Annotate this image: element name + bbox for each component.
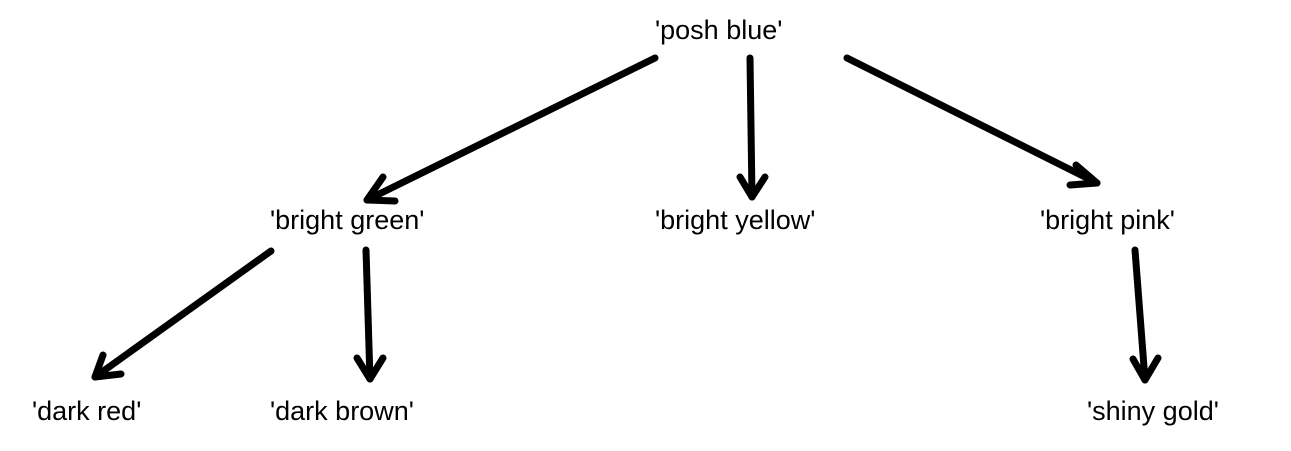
arrow-bright-pink-to-shiny-gold	[1129, 246, 1162, 384]
node-posh-blue: 'posh blue'	[655, 15, 783, 45]
arrow-posh-blue-to-bright-pink	[843, 54, 1101, 189]
arrow-bright-green-to-dark-brown	[353, 246, 387, 383]
arrow-posh-blue-to-bright-yellow	[736, 54, 769, 201]
arrow-posh-blue-to-bright-green	[363, 54, 659, 205]
arrow-bright-green-to-dark-red	[91, 247, 275, 381]
node-bright-pink: 'bright pink'	[1040, 205, 1175, 235]
node-dark-red: 'dark red'	[32, 396, 142, 426]
node-bright-green: 'bright green'	[270, 205, 425, 235]
node-dark-brown: 'dark brown'	[270, 396, 414, 426]
node-bright-yellow: 'bright yellow'	[655, 205, 816, 235]
node-shiny-gold: 'shiny gold'	[1087, 396, 1219, 426]
